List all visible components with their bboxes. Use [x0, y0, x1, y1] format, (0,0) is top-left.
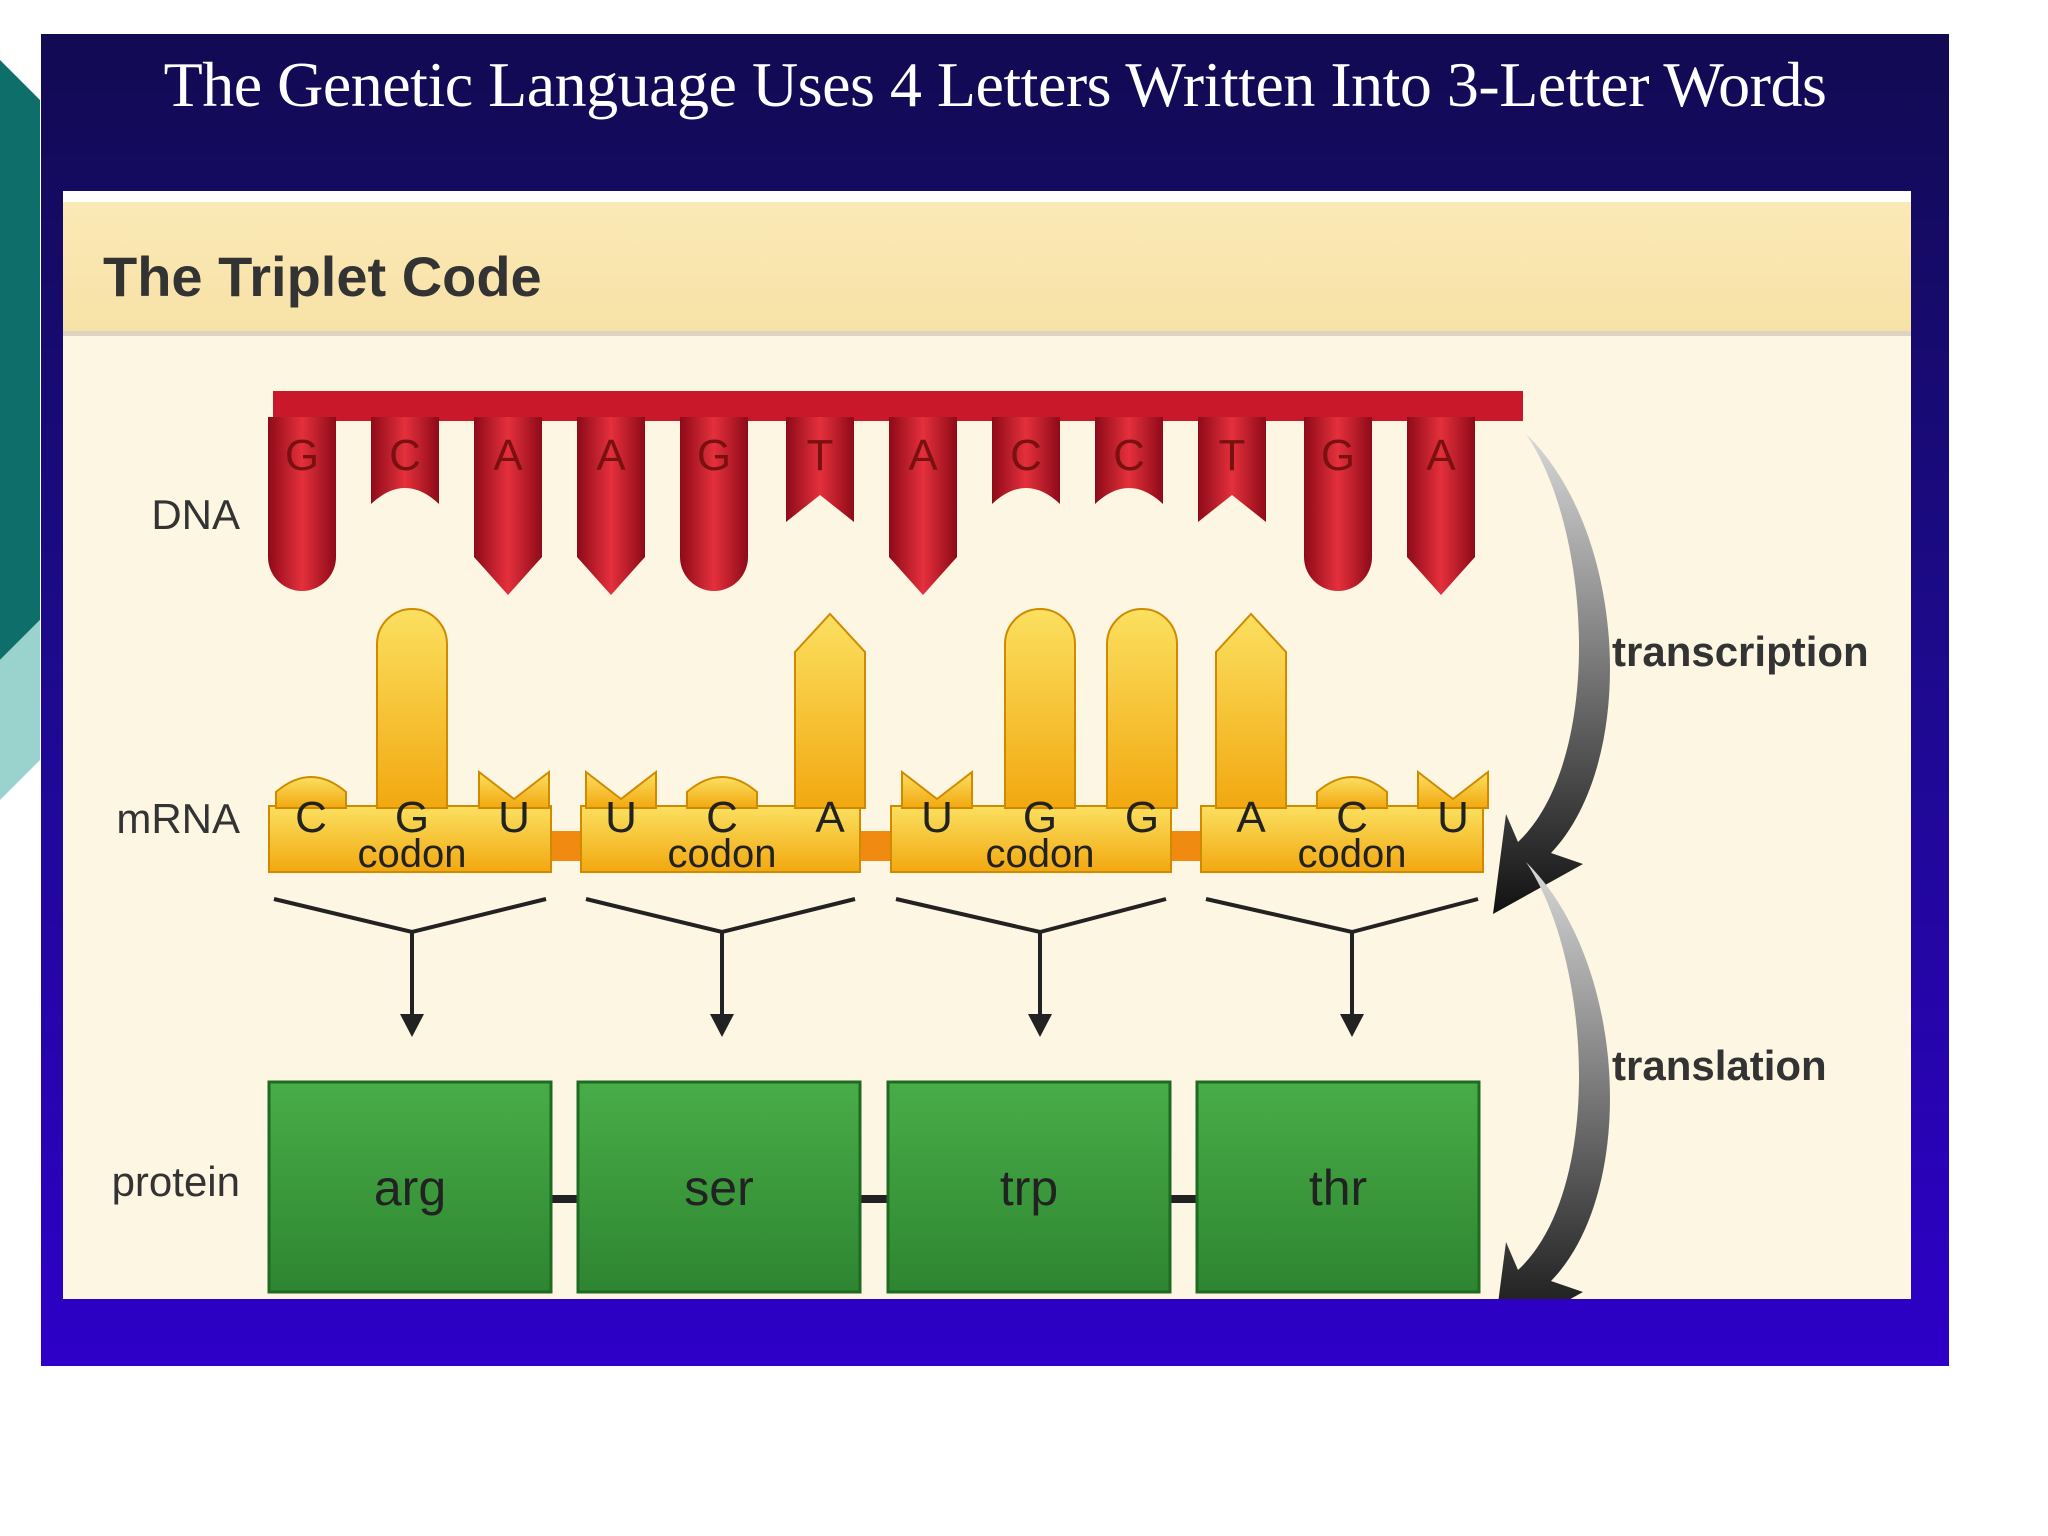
- codon-label: codon: [358, 832, 467, 876]
- mrna-base-letter: G: [1125, 793, 1159, 842]
- teal-shape: [0, 60, 40, 660]
- slide: The Genetic Language Uses 4 Letters Writ…: [41, 34, 1949, 1366]
- mrna-base-letter: G: [1023, 793, 1057, 842]
- codon-label: codon: [1298, 832, 1407, 876]
- mrna-nucleotide: [585, 769, 657, 809]
- amino-acid-label: ser: [684, 1160, 753, 1216]
- translation-label: translation: [1612, 1042, 1827, 1089]
- transcription-arrow-icon: [1493, 434, 1610, 914]
- mrna-nucleotide: [376, 608, 448, 809]
- dna-base-letter: T: [1219, 431, 1246, 480]
- dna-base-letter: A: [1426, 431, 1456, 480]
- dna-base-letter: A: [493, 431, 523, 480]
- row-label-protein: protein: [112, 1158, 240, 1205]
- dna-nucleotide: [680, 417, 748, 591]
- dna-nucleotide: [474, 417, 542, 595]
- codon-connector: [1205, 897, 1479, 1017]
- codon-label: codon: [668, 832, 777, 876]
- mrna-base-letter: U: [921, 793, 953, 842]
- codon-connector: [273, 897, 547, 1017]
- dna-nucleotide: [992, 417, 1060, 504]
- light-teal-shape: [0, 620, 40, 800]
- amino-acid-box: [1195, 1080, 1481, 1294]
- amino-acid-label: arg: [374, 1160, 446, 1216]
- arrowhead-icon: [400, 1014, 424, 1037]
- arrowhead-icon: [1340, 1014, 1364, 1037]
- mrna-nucleotide: [1316, 776, 1388, 809]
- dna-base-letter: C: [389, 431, 421, 480]
- dna-base-letter: C: [1010, 431, 1042, 480]
- amino-acid-label: trp: [1000, 1160, 1058, 1216]
- dna-nucleotide: [1304, 417, 1372, 591]
- dna-base-letter: T: [807, 431, 834, 480]
- mrna-base-letter: U: [498, 793, 530, 842]
- dna-nucleotide: [1407, 417, 1475, 595]
- codon-connector: [895, 897, 1167, 1017]
- mrna-nucleotide: [686, 776, 758, 809]
- codon-block: [1200, 805, 1484, 873]
- mrna-base-letter: C: [295, 793, 327, 842]
- dna-base-letter: G: [285, 431, 319, 480]
- arrowhead-icon: [710, 1014, 734, 1037]
- peptide-bond: [860, 1195, 888, 1203]
- protein-chain: arg ser trp thr: [267, 1080, 1481, 1294]
- dna-nucleotide: [889, 417, 957, 595]
- mrna-base-letter: A: [1236, 793, 1266, 842]
- panel-title: The Triplet Code: [103, 245, 542, 308]
- dna-nucleotide: [268, 417, 336, 591]
- mrna-base-letter: C: [1336, 793, 1368, 842]
- mrna-nucleotide: [1106, 608, 1178, 809]
- mrna-nucleotide: [1004, 608, 1076, 809]
- dna-base-letter: G: [1321, 431, 1355, 480]
- row-label-dna: DNA: [151, 491, 240, 538]
- codon-connectors: [273, 897, 1479, 1037]
- panel-header: The Triplet Code: [63, 202, 1911, 336]
- mrna-base-letter: U: [605, 793, 637, 842]
- row-label-mrna: mRNA: [116, 795, 240, 842]
- triplet-code-diagram: DNA mRNA protein G C A A G T A C C T G A C G U U C A U G G A…: [112, 391, 1869, 1299]
- mrna-nucleotide: [275, 776, 347, 809]
- decorative-shapes: [0, 60, 40, 800]
- dna-base-letter: G: [697, 431, 731, 480]
- arrowhead-icon: [1028, 1014, 1052, 1037]
- dna-base-letter: C: [1113, 431, 1145, 480]
- dna-nucleotide: [1095, 417, 1163, 504]
- dna-base-letter: A: [908, 431, 938, 480]
- mrna-base-letter: U: [1437, 793, 1469, 842]
- slide-title: The Genetic Language Uses 4 Letters Writ…: [163, 49, 1827, 120]
- dna-nucleotide: [371, 417, 439, 504]
- mrna-nucleotide: [478, 769, 550, 809]
- mrna-nucleotide: [1215, 612, 1287, 809]
- amino-acid-label: thr: [1309, 1160, 1367, 1216]
- dna-nucleotide: [786, 417, 854, 522]
- peptide-bond: [1170, 1195, 1197, 1203]
- dna-nucleotide: [577, 417, 645, 595]
- mrna-base-letter: C: [706, 793, 738, 842]
- mrna-nucleotide: [794, 612, 866, 809]
- peptide-bond: [551, 1195, 578, 1203]
- transcription-label: transcription: [1612, 628, 1869, 675]
- translation-arrow-icon: [1498, 862, 1610, 1299]
- mrna-base-letter: A: [815, 793, 845, 842]
- mrna-base-letter: G: [395, 793, 429, 842]
- amino-acid-box: [576, 1080, 862, 1294]
- codon-label: codon: [986, 832, 1095, 876]
- codon-connector: [585, 897, 856, 1017]
- dna-backbone: [273, 391, 1523, 421]
- amino-acid-box: [267, 1080, 553, 1294]
- mrna-nucleotide: [1417, 769, 1489, 809]
- mrna-nucleotide: [901, 769, 973, 809]
- amino-acid-box: [886, 1080, 1172, 1294]
- dna-base-letter: A: [596, 431, 626, 480]
- figure-panel: The Triplet Code: [63, 191, 1911, 1299]
- dna-nucleotide: [1198, 417, 1266, 522]
